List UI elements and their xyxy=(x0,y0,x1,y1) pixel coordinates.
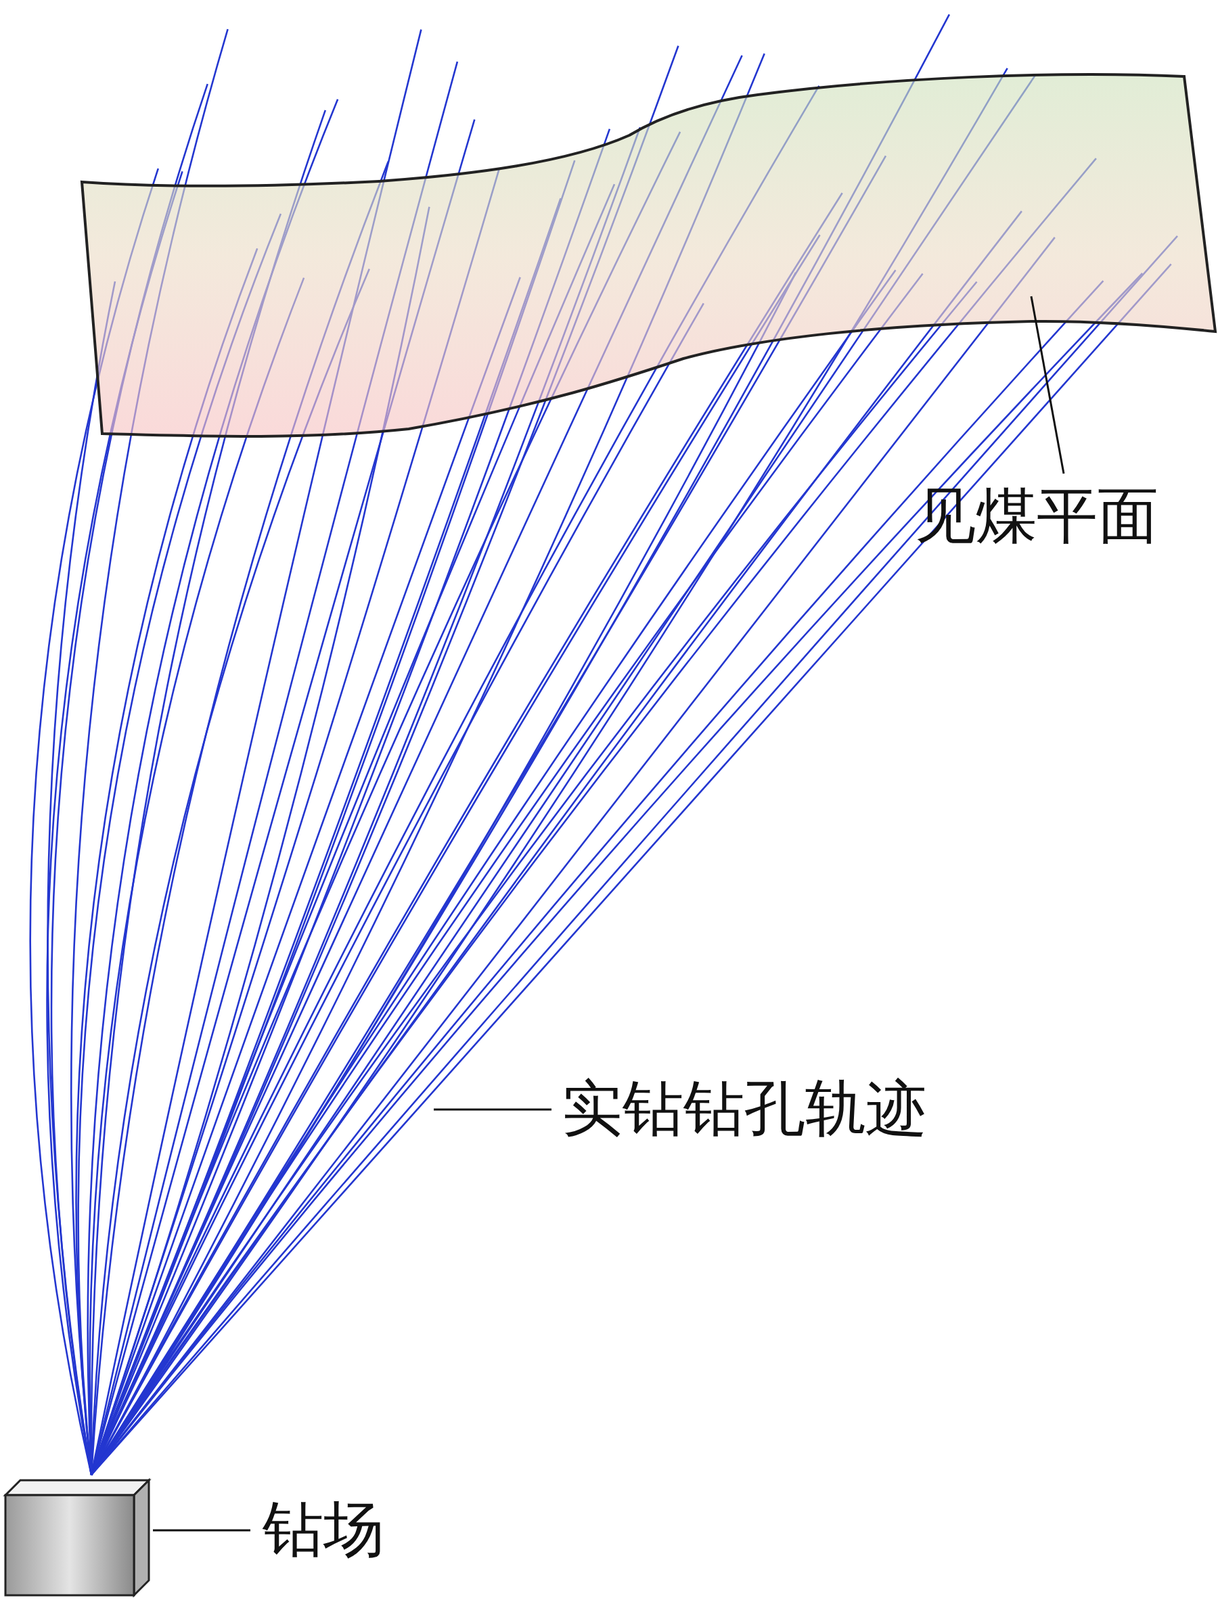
borehole-trajectory xyxy=(91,280,1103,1476)
borehole-trajectory xyxy=(91,282,978,1476)
drill-site-label: 钻场 xyxy=(262,1495,385,1563)
trajectory-label: 实钻钻孔轨迹 xyxy=(561,1074,928,1142)
borehole-trajectory xyxy=(91,263,1172,1476)
drill-site-box xyxy=(5,1480,149,1596)
leader-line xyxy=(1031,296,1064,474)
borehole-trajectory xyxy=(91,272,796,1476)
coal-seam-plane xyxy=(81,74,1216,437)
seam-label: 见煤平面 xyxy=(914,481,1159,549)
borehole-trajectory xyxy=(91,277,521,1476)
leader-line xyxy=(433,1109,552,1112)
borehole-trajectory xyxy=(91,303,704,1476)
leader-line xyxy=(152,1529,251,1532)
